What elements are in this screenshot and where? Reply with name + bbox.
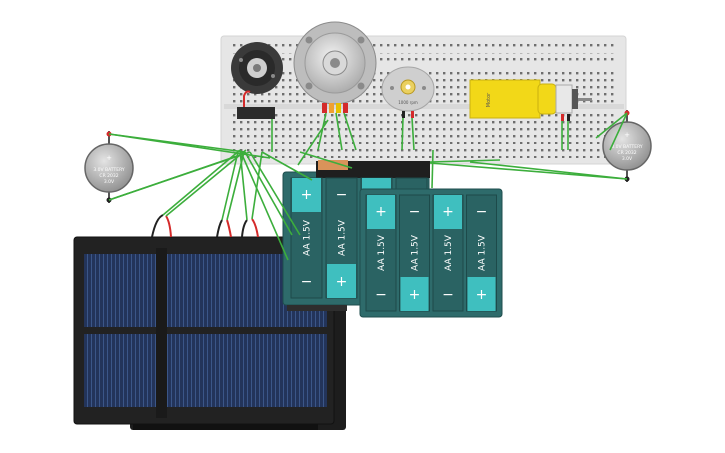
battery-pack-front[interactable]: + − AA 1.5V + − AA 1.5V + − AA 1.5V + − AA 1.5V — [359, 188, 503, 318]
coin-right-voltage: 3.0V — [622, 156, 633, 162]
jumper-wire[interactable] — [401, 117, 404, 151]
coin-left-model: CR 2032 — [99, 173, 118, 179]
jumper-wire[interactable] — [335, 112, 343, 151]
solar-cell — [84, 254, 156, 327]
jumper-wire[interactable] — [249, 151, 301, 236]
battery-front-cell-2-label: AA 1.5V — [411, 234, 421, 271]
coin-right-model: CR 2032 — [617, 150, 636, 156]
jumper-wire[interactable] — [431, 149, 434, 189]
battery-back-cell-1: + − AA 1.5V — [290, 177, 323, 299]
jumper-wire[interactable] — [108, 151, 251, 201]
solar-cell — [84, 334, 156, 407]
dc-motor-small[interactable] — [231, 42, 283, 119]
jumper-wire[interactable] — [239, 149, 248, 221]
breadboard-power-rail-top — [232, 41, 617, 51]
battery-back-cell-2-label: AA 1.5V — [338, 219, 348, 256]
battery-front-cell-4: + − AA 1.5V — [466, 194, 497, 312]
coin-battery-left[interactable]: + 3.0V BATTERY CR 2032 3.0V — [84, 131, 134, 203]
jumper-wire[interactable] — [429, 162, 628, 180]
dc-motor-rpm[interactable]: 1000 rpm — [381, 66, 435, 118]
battery-front-cell-1-minus: − — [375, 287, 387, 303]
gear-motor-label: Motor — [486, 92, 492, 107]
jumper-wire[interactable] — [165, 149, 247, 217]
battery-back-cell-2-minus: − — [336, 187, 348, 203]
battery-front-cell-1-plus: + — [375, 204, 387, 220]
coin-right-plus: + — [624, 131, 630, 139]
breadboard-power-rail-bottom — [232, 148, 617, 158]
battery-front-cell-3-label: AA 1.5V — [444, 234, 454, 271]
battery-back-cell-1-minus: − — [301, 274, 313, 290]
coin-left-label: 3.0V BATTERY — [93, 167, 125, 173]
solar-cell — [167, 334, 327, 407]
coin-battery-right[interactable]: + 3.0V BATTERY CR 2032 3.0V — [602, 110, 652, 182]
jumper-wire[interactable] — [244, 151, 293, 236]
gear-motor[interactable]: Motor — [469, 79, 592, 121]
jumper-wire[interactable] — [429, 159, 501, 163]
battery-front-cell-4-label: AA 1.5V — [478, 234, 488, 271]
jumper-wire[interactable] — [317, 112, 327, 151]
battery-front-cell-2-minus: − — [409, 204, 421, 220]
coin-left-plus: + — [106, 154, 112, 162]
battery-front-cell-1: + − AA 1.5V — [365, 194, 397, 312]
battery-front-cell-3-minus: − — [442, 287, 454, 303]
jumper-wire[interactable] — [411, 117, 415, 151]
battery-front-cell-4-minus: − — [476, 204, 488, 220]
battery-front-cell-1-label: AA 1.5V — [377, 234, 387, 271]
jumper-wire[interactable] — [251, 151, 263, 220]
motor-header — [237, 107, 275, 119]
coin-left-voltage: 3.0V — [104, 179, 115, 185]
jumper-wire[interactable] — [221, 151, 239, 221]
dc-motor-large[interactable] — [293, 21, 377, 113]
battery-back-cell-2-plus: + — [336, 274, 348, 290]
jumper-wire[interactable] — [239, 149, 289, 261]
jumper-wire[interactable] — [609, 112, 628, 151]
battery-front-cell-2: + − AA 1.5V — [399, 194, 430, 312]
battery-front-cell-2-plus: + — [409, 287, 421, 303]
jumper-wire[interactable] — [343, 112, 357, 151]
jumper-wire[interactable] — [299, 151, 353, 169]
jumper-wires — [108, 112, 628, 261]
coin-right-label: 3.0V BATTERY — [611, 144, 643, 150]
rpm-label: 1000 rpm — [398, 100, 418, 105]
battery-back-cell-1-plus: + — [301, 187, 313, 203]
jumper-wire[interactable] — [297, 119, 329, 166]
breadboard-terminal-strip-bottom — [232, 110, 617, 144]
battery-front-cell-3-plus: + — [442, 204, 454, 220]
battery-back-cell-2: + − AA 1.5V — [325, 177, 358, 299]
jumper-wire[interactable] — [261, 151, 313, 181]
solar-panel-front[interactable] — [73, 214, 335, 425]
jumper-wire[interactable] — [595, 112, 628, 139]
jumper-wire[interactable] — [162, 149, 241, 216]
battery-back-cell-1-label: AA 1.5V — [303, 219, 313, 256]
battery-front-cell-4-plus: + — [476, 287, 488, 303]
battery-front-cell-3: + − AA 1.5V — [432, 194, 464, 312]
